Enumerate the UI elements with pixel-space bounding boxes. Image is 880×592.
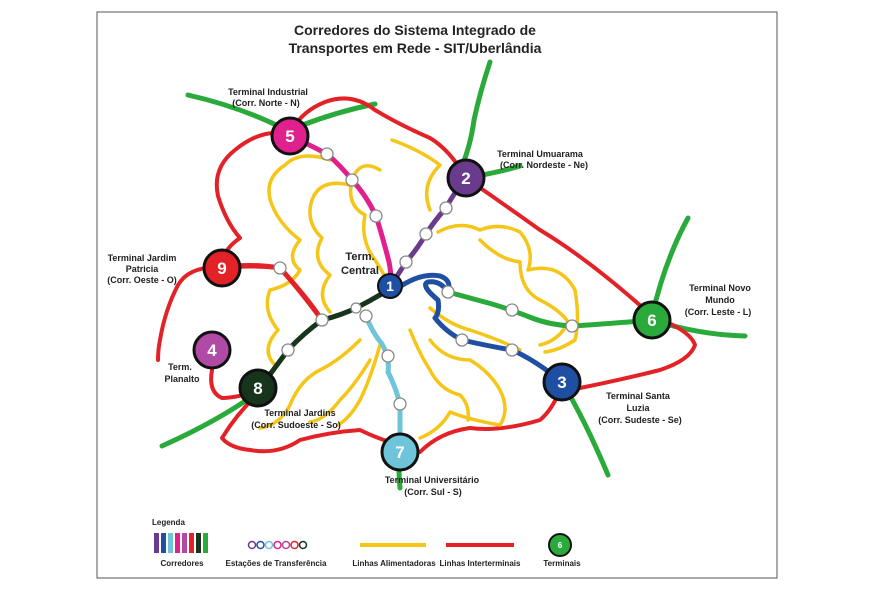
legend-terminal-number: 6 xyxy=(558,541,563,550)
terminal-3-number: 3 xyxy=(557,373,566,392)
label-jardins-1: Terminal Jardins xyxy=(264,408,335,418)
legend-interterminal-label: Linhas Interterminais xyxy=(440,559,521,568)
terminal-6-marker[interactable]: 6 xyxy=(632,300,672,340)
legend-station-swatch xyxy=(281,540,291,550)
legend-station-swatch xyxy=(273,540,282,550)
terminal-5-number: 5 xyxy=(285,127,294,146)
terminal-8-marker[interactable]: 8 xyxy=(238,368,278,408)
label-patricia-3: (Corr. Oeste - O) xyxy=(107,275,177,285)
label-central-2: Central xyxy=(341,265,379,277)
legend-corridor-swatch xyxy=(154,533,159,553)
corridor-leste xyxy=(445,289,655,329)
map-title-line2: Transportes em Rede - SIT/Uberlândia xyxy=(289,40,542,56)
terminal-6-number: 6 xyxy=(647,311,656,330)
label-umuarama-1: Terminal Umuarama xyxy=(497,149,584,159)
terminal-2-number: 2 xyxy=(461,169,470,188)
terminals: 5 2 9 4 8 7 3 6 1 xyxy=(192,116,672,472)
terminal-9-marker[interactable]: 9 xyxy=(202,248,242,288)
legend-corridor-swatch xyxy=(161,533,166,553)
legend-station-swatch xyxy=(256,540,265,550)
legend-corridor-swatch xyxy=(168,533,173,553)
map-title-line1: Corredores do Sistema Integrado de xyxy=(294,22,536,38)
corridor-sul xyxy=(363,313,403,455)
legend-terminal-swatch xyxy=(548,533,572,557)
feeder-lines xyxy=(258,138,580,440)
terminal-9-number: 9 xyxy=(217,259,226,278)
label-patricia-2: Patricia xyxy=(126,264,160,274)
legend-terminals-label: Terminais xyxy=(543,559,581,568)
map-frame xyxy=(96,11,778,579)
legend-station-swatches xyxy=(247,540,308,550)
label-universitario-1: Terminal Universitário xyxy=(385,475,480,485)
terminal-5-marker[interactable]: 5 xyxy=(270,116,310,156)
legend-corridor-swatch xyxy=(182,533,187,553)
terminal-4-marker[interactable]: 4 xyxy=(192,330,232,370)
legend-corridor-swatch xyxy=(196,533,201,553)
terminal-4-number: 4 xyxy=(207,341,217,360)
legend-stations-label: Estações de Transferência xyxy=(226,559,327,568)
terminal-central-marker[interactable]: 1 xyxy=(377,273,403,299)
legend-title: Legenda xyxy=(152,518,185,527)
terminal-7-number: 7 xyxy=(395,443,404,462)
label-novomundo-2: Mundo xyxy=(705,295,735,305)
terminal-labels: Terminal Industrial (Corr. Norte - N) Te… xyxy=(107,87,751,497)
legend-station-swatch xyxy=(298,540,308,550)
legend-station-swatch xyxy=(247,540,257,550)
label-central-1: Term. xyxy=(345,251,374,263)
terminal-7-marker[interactable]: 7 xyxy=(380,432,420,472)
terminal-8-number: 8 xyxy=(253,379,262,398)
label-novomundo-1: Terminal Novo xyxy=(689,283,751,293)
label-industrial-1: Terminal Industrial xyxy=(228,87,308,97)
legend-corridor-swatch xyxy=(203,533,208,553)
terminal-central-number: 1 xyxy=(386,278,394,294)
label-industrial-2: (Corr. Norte - N) xyxy=(232,98,300,108)
label-planalto-1: Term. xyxy=(168,362,192,372)
terminal-2-marker[interactable]: 2 xyxy=(446,158,486,198)
label-santaluzia-1: Terminal Santa xyxy=(606,391,671,401)
label-jardins-2: (Corr. Sudoeste - So) xyxy=(251,420,341,430)
label-santaluzia-3: (Corr. Sudeste - Se) xyxy=(598,415,682,425)
label-patricia-1: Terminal Jardim xyxy=(108,253,177,263)
label-novomundo-3: (Corr. Leste - L) xyxy=(685,307,752,317)
legend-corridor-swatches xyxy=(154,533,208,553)
label-universitario-2: (Corr. Sul - S) xyxy=(404,487,462,497)
legend: Legenda Corredores Estações de Transferê… xyxy=(152,518,581,568)
legend-station-swatch xyxy=(264,540,274,550)
label-santaluzia-2: Luzia xyxy=(626,403,650,413)
label-planalto-2: Planalto xyxy=(164,374,200,384)
legend-station-swatch xyxy=(290,540,299,550)
terminal-3-marker[interactable]: 3 xyxy=(542,362,582,402)
legend-feeder-label: Linhas Alimentadoras xyxy=(352,559,436,568)
legend-corridors-label: Corredores xyxy=(160,559,204,568)
legend-corridor-swatch xyxy=(175,533,180,553)
legend-corridor-swatch xyxy=(189,533,194,553)
transfer-stations xyxy=(273,147,579,411)
label-umuarama-2: (Corr. Nordeste - Ne) xyxy=(500,160,588,170)
